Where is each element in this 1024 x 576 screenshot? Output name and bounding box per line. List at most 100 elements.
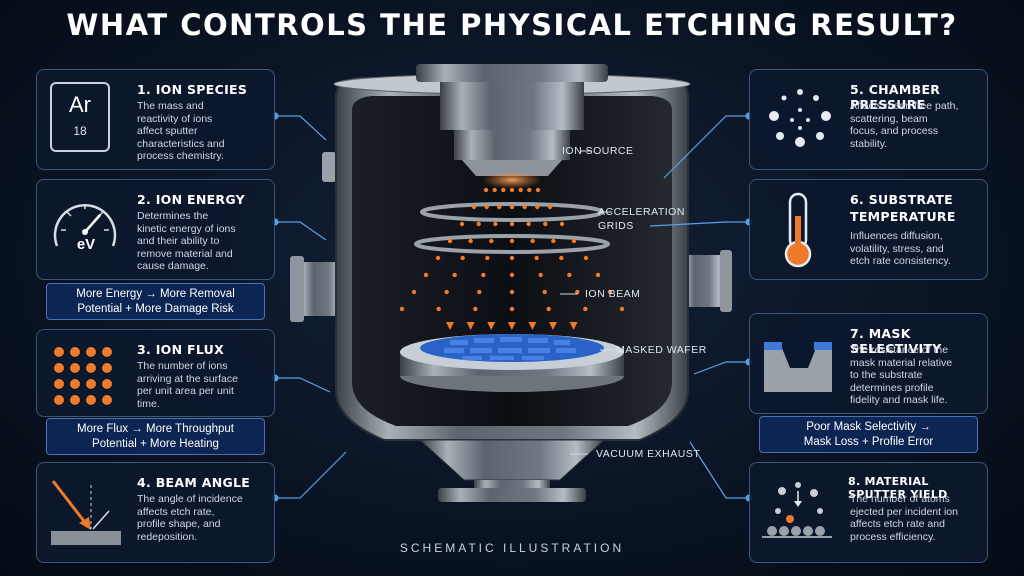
mask-profile-icon [764,342,832,392]
ion-dot [473,306,478,312]
ion-dot [477,289,482,295]
ion-arrow-head [487,322,496,330]
right-port [678,255,726,307]
ion-dot [399,306,405,312]
flux-dot [54,363,64,373]
ion-dot [567,272,572,278]
ion-dot [460,255,465,261]
ion-dot [509,272,515,278]
flux-dot [86,395,96,405]
left-port [296,262,346,316]
ion-dot [436,306,441,312]
card-title: 5. CHAMBER PRESSURE [850,82,941,112]
card-mask-selectivity: 7. MASK SELECTIVITY The resistance of th… [749,313,988,414]
ion-dot [583,255,589,261]
flux-dot [54,347,64,357]
ion-dot [509,306,515,312]
card-title: 2. ION ENERGY [137,192,245,207]
ion-dot [551,238,556,244]
ion-dot [571,238,577,244]
flux-dot [86,379,96,389]
ion-dot [527,187,532,193]
ion-arrow-head [507,322,516,330]
wafer-label: MASKED WAFER [616,344,707,356]
ion-dot [459,221,465,227]
ion-dot [535,204,540,210]
ion-arrow-head [569,322,578,330]
ion-dot [444,289,449,295]
footer-caption: SCHEMATIC ILLUSTRATION [399,541,625,555]
flux-dot [102,379,112,389]
ion-beam [399,187,625,330]
ion-dot [509,187,515,193]
sputter-atoms-icon [762,482,832,538]
beam-angle-icon [51,480,121,545]
card-title: 4. BEAM ANGLE [137,475,251,490]
ion-dot [492,187,497,193]
page-title: WHAT CONTROLS THE PHYSICAL ETCHING RESUL… [66,8,958,42]
card-title: 3. ION FLUX [137,342,225,357]
ion-dot [619,306,625,312]
flux-dot [86,347,96,357]
ion-source-body [440,82,584,130]
ion-dot [489,238,494,244]
ion-dot [509,289,515,295]
ion-dot [497,204,502,210]
ion-dot [423,272,429,278]
ion-dot [583,306,588,312]
ion-dot [452,272,457,278]
ion-dot [485,255,490,261]
exhaust-flange [438,488,586,502]
ion-dot [471,204,477,210]
ion-source-label: ION SOURCE [562,145,634,157]
gauge-icon [53,203,117,247]
ion-dot [543,221,548,227]
flux-dot [70,395,80,405]
card-title: 7. MASK SELECTIVITY [850,326,942,356]
ion-dot [559,255,564,261]
flux-dot [54,379,64,389]
energy-unit: eV [76,236,96,253]
ion-dot [509,238,515,244]
ion-dot [509,221,515,227]
ion-arrow-head [528,322,537,330]
ion-dot [501,187,506,193]
mask-callout: Poor Mask Selectivity →Mask Loss + Profi… [759,416,978,453]
ion-arrow-head [466,322,475,330]
ion-dot [493,221,498,227]
element-tile-icon: Ar 18 [50,82,110,152]
card-chamber-pressure: 5. CHAMBER PRESSURE Affects mean free pa… [749,69,988,170]
ion-dot [476,221,481,227]
ion-dot [447,238,453,244]
ion-dot [595,272,601,278]
ion-dot [538,272,543,278]
flux-dot [70,347,80,357]
ion-arrow-head [549,322,557,330]
ion-dot [526,221,531,227]
pressure-dots-icon [769,89,831,147]
ion-dot [411,289,417,295]
ion-dot [559,221,565,227]
card-title: 1. ION SPECIES [137,82,248,97]
ion-arrow-head [446,322,454,330]
exhaust-label: VACUUM EXHAUST [596,448,701,460]
card-title-1: 6. SUBSTRATE [850,192,954,207]
ion-dot [509,255,515,261]
ion-dot [530,238,535,244]
ion-dot [575,289,580,295]
grid-lower [414,234,610,254]
card-title-2: TEMPERATURE [850,209,956,224]
